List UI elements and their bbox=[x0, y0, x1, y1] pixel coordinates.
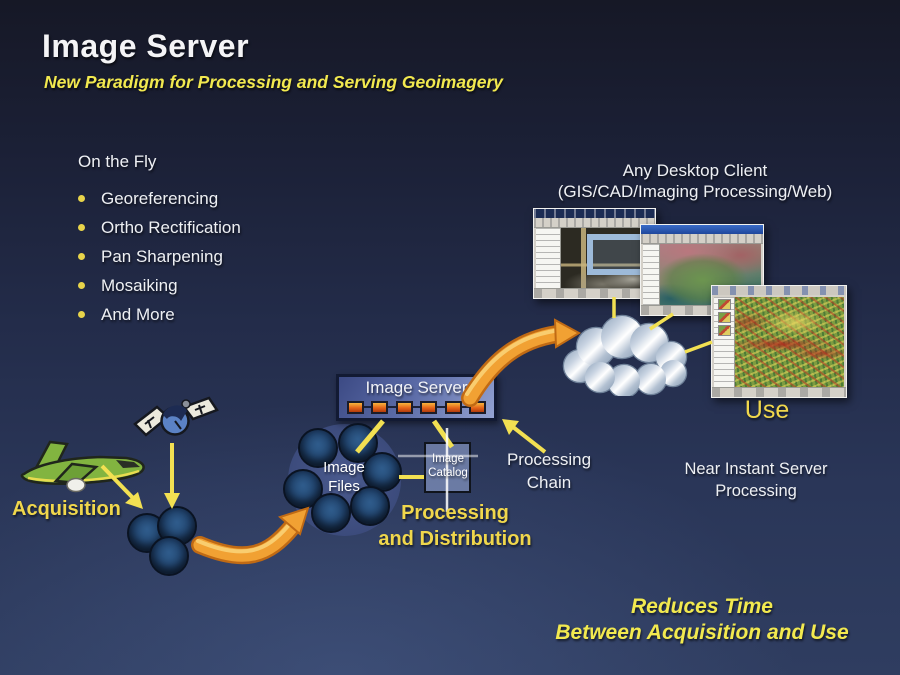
image-server-box: Image Server bbox=[336, 374, 497, 421]
network-cloud-icon bbox=[562, 314, 688, 396]
bullet-icon bbox=[78, 311, 85, 318]
desktop-client-line2: (GIS/CAD/Imaging Processing/Web) bbox=[557, 182, 833, 201]
near-instant-label: Near Instant Server Processing bbox=[684, 460, 828, 500]
server-module-icon bbox=[395, 400, 413, 414]
use-label: Use bbox=[744, 396, 790, 424]
list-item: Pan Sharpening bbox=[78, 242, 241, 271]
window-titlebar bbox=[712, 286, 846, 295]
desktop-client-caption: Any Desktop Client (GIS/CAD/Imaging Proc… bbox=[535, 160, 855, 202]
thumbnail-icon bbox=[717, 312, 731, 323]
bullet-icon bbox=[78, 253, 85, 260]
image-catalog-label: Image Catalog bbox=[428, 453, 468, 479]
server-module-icon bbox=[444, 400, 462, 414]
image-files-label: Image Files bbox=[323, 459, 365, 495]
list-item-label: Ortho Rectification bbox=[101, 217, 241, 237]
image-file-node bbox=[298, 428, 338, 468]
window-titlebar bbox=[641, 225, 763, 234]
classified-raster-view bbox=[735, 297, 844, 388]
thumbnail-icon bbox=[717, 325, 731, 336]
list-item: Georeferencing bbox=[78, 184, 241, 213]
window-toolbar bbox=[534, 218, 655, 228]
acquisition-label: Acquisition bbox=[12, 498, 121, 520]
list-header: On the Fly bbox=[78, 152, 157, 171]
rack-bus-line bbox=[349, 406, 484, 408]
list-item-label: Mosaiking bbox=[101, 275, 178, 295]
window-statusbar bbox=[534, 288, 655, 298]
acquisition-processing-arrow bbox=[191, 506, 310, 565]
tools-panel bbox=[643, 244, 660, 306]
processing-distribution-label: Processing and Distribution bbox=[378, 502, 532, 550]
list-item-label: Pan Sharpening bbox=[101, 246, 223, 266]
bullet-icon bbox=[78, 195, 85, 202]
parcel-highlight bbox=[586, 234, 651, 276]
list-item-label: Georeferencing bbox=[101, 188, 219, 208]
image-file-node bbox=[350, 486, 390, 526]
raster-client-screenshot bbox=[711, 285, 847, 398]
window-toolbar bbox=[641, 234, 763, 244]
satellite-icon bbox=[133, 396, 219, 437]
list-item: Ortho Rectification bbox=[78, 213, 241, 242]
server-module-icon bbox=[420, 400, 438, 414]
bullet-icon bbox=[78, 224, 85, 231]
window-titlebar bbox=[534, 209, 655, 218]
list-item-label: And More bbox=[101, 304, 175, 324]
server-module-icon bbox=[347, 400, 364, 414]
gis-client-screenshot bbox=[533, 208, 656, 299]
tagline: Reduces Time Between Acquisition and Use bbox=[555, 595, 849, 644]
window-statusbar bbox=[641, 305, 763, 315]
processing-chain-label: Processing Chain bbox=[506, 450, 592, 492]
image-file-node bbox=[311, 493, 351, 533]
layers-panel bbox=[536, 228, 561, 289]
on-the-fly-list: On the Fly Georeferencing Ortho Rectific… bbox=[78, 152, 241, 329]
bullet-icon bbox=[78, 282, 85, 289]
page-subtitle: New Paradigm for Processing and Serving … bbox=[44, 72, 504, 92]
thumbnail-panel bbox=[714, 297, 735, 388]
server-rack-icon bbox=[347, 400, 486, 414]
image-server-label: Image Server bbox=[365, 378, 468, 397]
satellite-arrow bbox=[164, 443, 180, 509]
desktop-client-line1: Any Desktop Client bbox=[622, 161, 768, 180]
aerial-map-view bbox=[561, 228, 653, 289]
window-statusbar bbox=[712, 387, 846, 397]
list-item: Mosaiking bbox=[78, 271, 241, 300]
page-title: Image Server bbox=[42, 28, 250, 64]
thumbnail-icon bbox=[717, 299, 731, 310]
acquired-image-node bbox=[149, 536, 189, 576]
server-module-icon bbox=[371, 400, 389, 414]
list-item: And More bbox=[78, 300, 241, 329]
server-module-icon bbox=[468, 400, 486, 414]
